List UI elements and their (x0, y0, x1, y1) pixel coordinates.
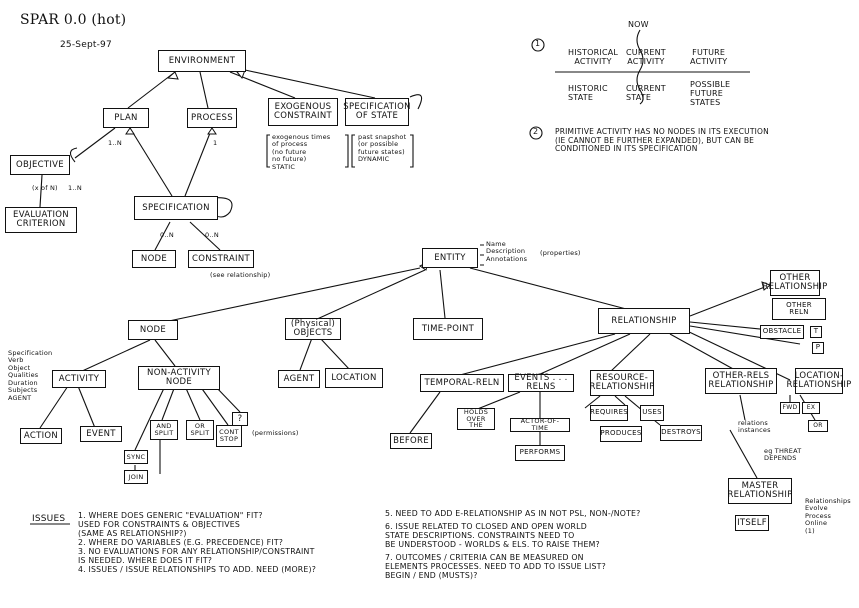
issue-item: 6. ISSUE RELATED TO CLOSED AND OPEN WORL… (385, 521, 600, 549)
action-box: ACTION (20, 428, 62, 444)
relationship-box: RELATIONSHIP (598, 308, 690, 334)
location-box: LOCATION (325, 368, 383, 388)
other-relationship-top-box: OTHER RELATIONSHIP (762, 270, 827, 296)
location-relationship-box: LOCATION- RELATIONSHIP (786, 368, 851, 394)
col-current: CURRENT ACTIVITY (626, 48, 666, 67)
other-relations-note: relations instances (738, 419, 771, 435)
and-split-box: AND SPLIT (150, 420, 178, 440)
cont-stop-box: CONT STOP (216, 425, 242, 447)
environment-box: ENVIRONMENT (158, 50, 246, 72)
row-current: CURRENT STATE (626, 84, 666, 103)
spec-note: past snapshot (or possible future states… (358, 133, 407, 164)
or-box: OR (808, 420, 828, 432)
node-box-top: NODE (132, 250, 176, 268)
entity-box: ENTITY (422, 248, 478, 268)
or-split-box: OR SPLIT (186, 420, 214, 440)
sync-box: SYNC (124, 450, 148, 464)
diagram-date: 25-Sept-97 (60, 40, 112, 50)
master-relationship-note: Relationships Evolve Process Online (1) (805, 497, 851, 535)
col-future: FUTURE ACTIVITY (690, 48, 728, 67)
fwd-box: FWD (780, 402, 800, 414)
activity-box: ACTIVITY (52, 370, 106, 388)
specification-box: SPECIFICATION (134, 196, 218, 220)
issues-right-list: 5. NEED TO ADD E-RELATIONSHIP AS IN NOT … (385, 509, 725, 581)
unknown-box: ? (232, 412, 248, 426)
join-box: JOIN (124, 470, 148, 484)
holds-over-box: HOLDS OVER THE (457, 408, 495, 430)
spec-of-world-state-box: SPECIFICATION OF STATE (343, 98, 410, 126)
issue-item: 3. NO EVALUATIONS FOR ANY RELATIONSHIP/C… (78, 546, 315, 565)
issue-item: 5. NEED TO ADD E-RELATIONSHIP AS IN NOT … (385, 509, 641, 518)
event-box: EVENT (80, 426, 122, 442)
resource-relationship-box: RESOURCE- RELATIONSHIP (589, 370, 654, 396)
diagram-title: SPAR 0.0 (hot) (20, 12, 127, 28)
agent-box: AGENT (278, 370, 320, 388)
exo-note: exogenous times of process (no future no… (272, 133, 331, 171)
constraint-box: CONSTRAINT (188, 250, 254, 268)
objective-note: (x of N) (32, 184, 58, 192)
non-activity-node-box: NON-ACTIVITY NODE (138, 366, 220, 390)
time-point-box: TIME-POINT (413, 318, 483, 340)
row-future: POSSIBLE FUTURE STATES (690, 80, 731, 108)
evaluation-criterion-box: EVALUATION CRITERION (5, 207, 77, 233)
activity-attributes: Specification Verb Object Qualities Dura… (8, 349, 53, 402)
spec-cardinality-1: 0..N (160, 231, 174, 239)
actor-of-time-box: ACTOR-OF-TIME (510, 418, 570, 432)
objective-cardinality: 1..N (68, 184, 82, 192)
obstacle-box: OBSTACLE (760, 325, 804, 339)
permissions-note: (permissions) (252, 429, 299, 437)
produces-box: PRODUCES (600, 426, 642, 442)
other-object-reln-box: OTHER RELN (772, 298, 826, 320)
issues-left-list: 1. WHERE DOES GENERIC "EVALUATION" FIT? … (78, 511, 388, 575)
issue-item: 7. OUTCOMES / CRITERIA CAN BE MEASURED O… (385, 552, 606, 580)
issue-item: 2. WHERE DO VARIABLES (E.G. PRECEDENCE) … (78, 537, 284, 547)
before-box: BEFORE (390, 433, 432, 449)
exogenous-constraint-box: EXOGENOUS CONSTRAINT (268, 98, 338, 126)
requires-box: REQUIRES (590, 405, 628, 421)
spec-cardinality-2: 0..N (205, 231, 219, 239)
objects-box: (Physical) OBJECTS (285, 318, 341, 340)
t-box: T (810, 326, 822, 338)
constraint-note: (see relationship) (210, 271, 271, 279)
itself-box: ITSELF (735, 515, 769, 531)
ex-box: EX (802, 402, 820, 414)
events-relations-box: EVENTS . . . RELNS (508, 374, 574, 392)
other-relations-note-2: eg THREAT DEPENDS (764, 447, 802, 463)
connector-lines (30, 29, 816, 525)
process-box: PROCESS (187, 108, 237, 128)
col-historical: HISTORICAL ACTIVITY (568, 48, 619, 67)
issue-item: 4. ISSUES / ISSUE RELATIONSHIPS TO ADD. … (78, 564, 317, 574)
circle-1-label: 1 (535, 39, 541, 48)
process-cardinality: 1 (213, 139, 218, 147)
node-box: NODE (128, 320, 178, 340)
performs-box: PERFORMS (515, 445, 565, 461)
plan-cardinality: 1..N (108, 139, 122, 147)
plan-box: PLAN (103, 108, 149, 128)
uses-box: USES (640, 405, 664, 421)
primitive-activity-note: PRIMITIVE ACTIVITY HAS NO NODES IN ITS E… (555, 127, 769, 154)
objective-box: OBJECTIVE (10, 155, 70, 175)
entity-attributes: Name Description Annotations (486, 240, 528, 263)
issues-heading: ISSUES (32, 514, 66, 524)
issue-item: 1. WHERE DOES GENERIC "EVALUATION" FIT? … (78, 511, 263, 538)
now-label: NOW (628, 20, 649, 29)
other-relationship-box: OTHER-RELS RELATIONSHIP (705, 368, 777, 394)
p-box: P (812, 342, 824, 354)
temporal-relation-box: TEMPORAL-RELN (420, 374, 504, 392)
circle-2-label: 2 (533, 127, 539, 136)
entity-properties-note: (properties) (540, 249, 581, 257)
row-historical: HISTORIC STATE (568, 84, 608, 103)
destroys-box: DESTROYS (660, 425, 702, 441)
master-relationship-box: MASTER RELATIONSHIP (727, 478, 792, 504)
